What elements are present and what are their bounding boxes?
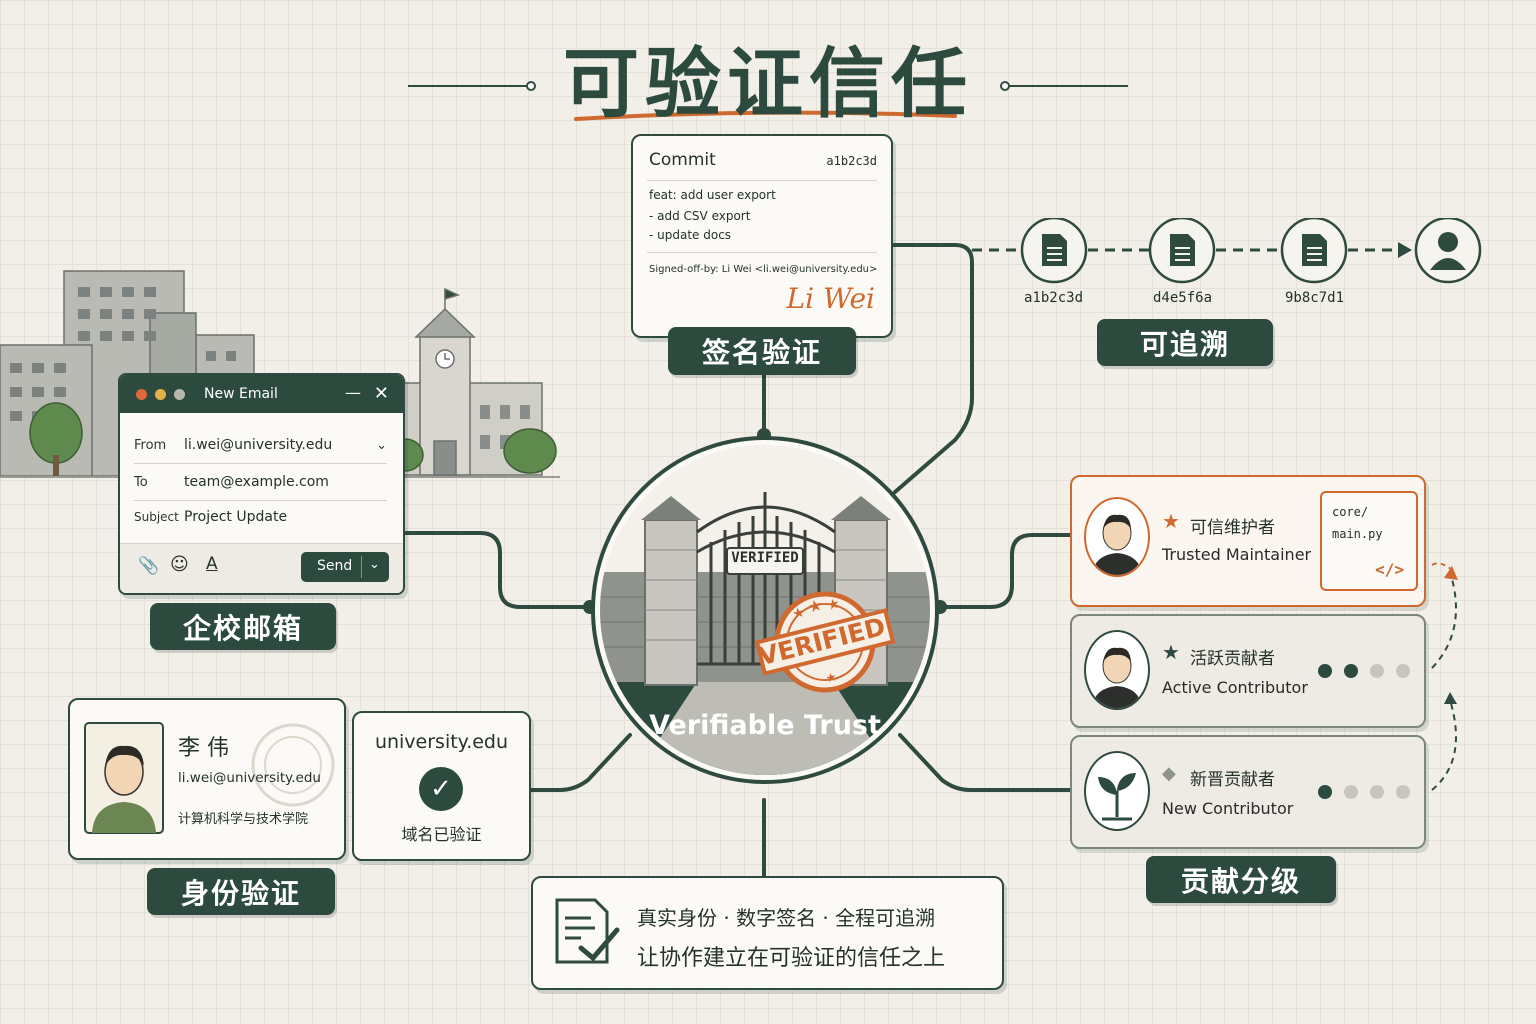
portrait-icon [84, 722, 164, 834]
emoji-icon[interactable]: ☺ [170, 554, 189, 575]
level-dot [1344, 664, 1358, 678]
chain-hash: 9b8c7d1 [1285, 290, 1345, 306]
minimize-dot-icon[interactable] [155, 389, 166, 400]
send-label: Send [317, 558, 353, 574]
attach-icon[interactable]: 📎 [138, 556, 160, 576]
commit-bullet: - update docs [649, 228, 732, 242]
star-icon: ★ [1162, 509, 1180, 533]
tier-title-zh: 活跃贡献者 [1190, 649, 1275, 669]
level-dot [1396, 785, 1410, 799]
email-titlebar: New Email — ✕ [120, 375, 403, 413]
commit-bullet: - add CSV export [649, 209, 751, 223]
to-field[interactable]: team@example.com [184, 474, 329, 490]
chain-hash: a1b2c3d [1024, 290, 1084, 306]
avatar [1084, 497, 1150, 577]
svg-text:★: ★ [791, 604, 807, 623]
person-name: 李 伟 [178, 736, 229, 761]
from-field[interactable]: li.wei@university.edu [184, 437, 333, 453]
to-label: To [134, 474, 148, 490]
close-icon[interactable]: ✕ [373, 383, 389, 404]
chain-hash: d4e5f6a [1153, 290, 1213, 306]
from-label: From [134, 437, 167, 453]
document-check-icon [555, 898, 620, 964]
label-signature-verification: 签名验证 [668, 327, 856, 375]
domain-card: university.edu ✓ 域名已验证 [352, 711, 531, 861]
avatar [1084, 630, 1150, 710]
code-icon: </> [1375, 560, 1404, 579]
tier-title-zh: 可信维护者 [1190, 518, 1275, 538]
summary-box: 真实身份 · 数字签名 · 全程可追溯 让协作建立在可验证的信任之上 [531, 876, 1004, 990]
svg-text:★: ★ [826, 596, 842, 615]
file-card: core/ main.py </> [1320, 491, 1418, 591]
tier-trusted-maintainer: ★ 可信维护者 Trusted Maintainer core/ main.py… [1070, 475, 1426, 607]
verified-gate-illustration: ★ ★ ★ ★ [591, 436, 939, 784]
subject-label: Subject [134, 510, 179, 524]
tier-title-en: Active Contributor [1162, 678, 1308, 697]
domain-status: 域名已验证 [401, 825, 482, 844]
person-email: li.wei@university.edu [178, 770, 321, 786]
gate-caption: Verifiable Trust [649, 710, 881, 741]
summary-line-1: 真实身份 · 数字签名 · 全程可追溯 [637, 906, 936, 930]
commit-card: Commit a1b2c3d feat: add user export - a… [631, 134, 893, 338]
email-window: New Email — ✕ From li.wei@university.edu… [118, 373, 405, 595]
font-format-icon[interactable]: A [206, 554, 218, 574]
tier-new-contributor: ◆ 新晋贡献者 New Contributor [1070, 735, 1426, 849]
email-window-title: New Email [204, 386, 278, 402]
tier-title-en: Trusted Maintainer [1162, 545, 1312, 564]
seal-watermark [251, 723, 335, 807]
commit-hash: a1b2c3d [826, 154, 877, 168]
maximize-dot-icon[interactable] [174, 389, 185, 400]
level-dot [1318, 785, 1332, 799]
person-department: 计算机科学与技术学院 [178, 812, 309, 827]
handwritten-signature: Li Wei [786, 282, 875, 315]
label-institution-email: 企校邮箱 [150, 603, 336, 650]
minimize-icon[interactable]: — [345, 383, 361, 402]
email-toolbar: 📎 ☺ A Send ⌄ [120, 543, 403, 593]
tier-level-dots [1318, 785, 1410, 799]
email-to-row[interactable]: To team@example.com [134, 464, 387, 501]
label-traceable: 可追溯 [1097, 319, 1273, 366]
label-contribution-tiers: 贡献分级 [1146, 856, 1336, 903]
file-path: core/ [1332, 505, 1369, 519]
email-subject-row[interactable]: Subject Project Update [134, 499, 387, 535]
subject-field[interactable]: Project Update [184, 509, 288, 525]
summary-line-2: 让协作建立在可验证的信任之上 [637, 946, 946, 971]
commit-signoff: Signed-off-by: Li Wei <li.wei@university… [649, 264, 878, 275]
send-button[interactable]: Send ⌄ [301, 552, 389, 582]
id-card: 李 伟 li.wei@university.edu 计算机科学与技术学院 [68, 698, 346, 860]
close-dot-icon[interactable] [136, 389, 147, 400]
domain-name: university.edu [374, 731, 509, 753]
star-icon: ★ [1162, 640, 1180, 664]
label-identity-verification: 身份验证 [147, 868, 335, 915]
check-circle-icon: ✓ [419, 767, 463, 811]
level-dot [1396, 664, 1410, 678]
svg-text:★: ★ [824, 669, 838, 685]
level-dot [1370, 664, 1384, 678]
sprout-avatar [1084, 751, 1150, 831]
email-from-row[interactable]: From li.wei@university.edu ⌄ [134, 427, 387, 464]
chevron-down-icon[interactable]: ⌄ [376, 437, 387, 453]
chevron-down-icon[interactable]: ⌄ [369, 557, 380, 572]
level-dot [1370, 785, 1384, 799]
level-dot [1318, 664, 1332, 678]
tier-active-contributor: ★ 活跃贡献者 Active Contributor [1070, 614, 1426, 728]
commit-label: Commit [649, 150, 716, 170]
level-dot [1344, 785, 1358, 799]
tier-level-dots [1318, 664, 1410, 678]
page-title: 可验证信任 [563, 39, 973, 128]
gate-sign: VERIFIED [731, 550, 799, 566]
diamond-icon: ◆ [1162, 763, 1176, 784]
tier-title-en: New Contributor [1162, 799, 1294, 818]
file-name: main.py [1332, 527, 1383, 541]
commit-chain-icons [1020, 218, 1482, 284]
commit-message: feat: add user export [649, 188, 776, 202]
tier-title-zh: 新晋贡献者 [1190, 770, 1275, 790]
svg-text:★: ★ [806, 595, 825, 617]
